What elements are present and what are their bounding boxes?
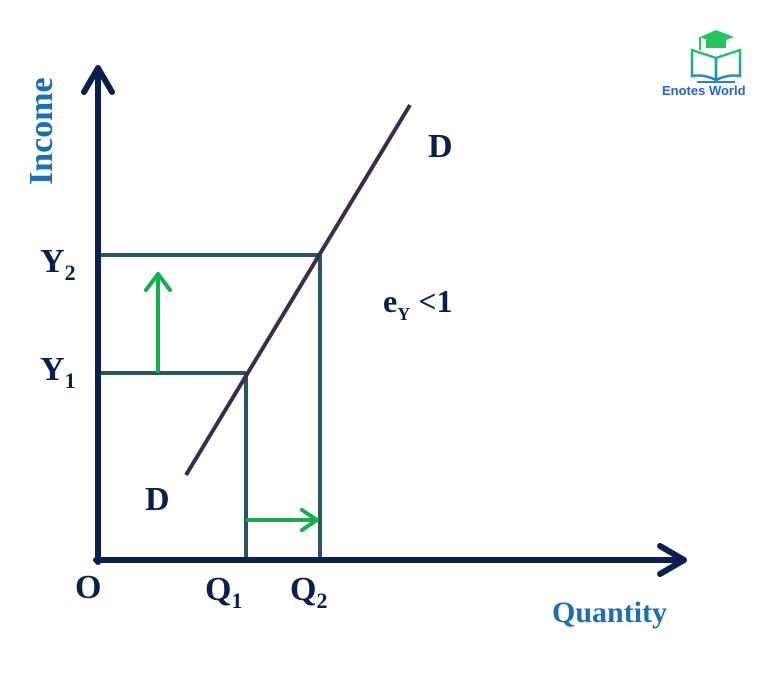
y-axis-arrowhead (81, 65, 115, 95)
income-arrowhead (144, 272, 172, 292)
y1-label: Y1 (40, 351, 76, 393)
book-graduation-cap-icon (690, 30, 742, 83)
y2-label: Y2 (40, 243, 76, 285)
curve-label-top: D (428, 128, 453, 165)
elasticity-label: eY <1 (383, 283, 452, 324)
origin-label: O (75, 569, 101, 606)
x-axis-title: Quantity (552, 596, 667, 629)
y-axis-title: Income (23, 77, 60, 185)
svg-text:Enotes World: Enotes World (662, 83, 746, 98)
enotes-world-logo: Enotes World (662, 30, 746, 98)
demand-curve (184, 103, 412, 477)
curve-label-bottom: D (145, 481, 170, 518)
x-axis-arrowhead (657, 543, 687, 577)
q2-label: Q2 (290, 571, 327, 613)
quantity-arrowhead (300, 508, 319, 532)
q1-label: Q1 (205, 571, 242, 613)
